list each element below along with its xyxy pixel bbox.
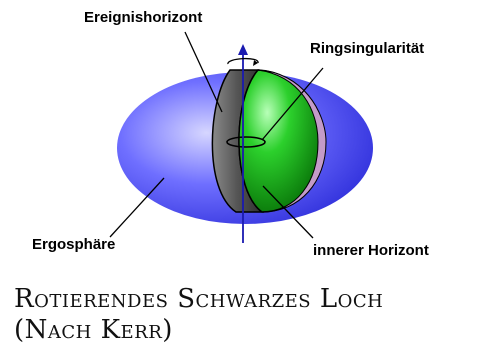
caption-line-2: (Nach Kerr)	[14, 315, 173, 345]
kerr-black-hole-diagram	[109, 31, 373, 243]
ring-singularity-band	[257, 69, 327, 213]
label-event-horizon: Ereignishorizont	[84, 9, 203, 26]
leader-line-inner-horizon	[262, 185, 314, 239]
rotation-arrow-icon	[227, 57, 259, 65]
caption-line-1: Rotierendes Schwarzes Loch	[14, 284, 384, 314]
rotation-axis-arrowhead	[238, 44, 248, 55]
ring-singularity-ring	[226, 136, 266, 148]
leader-line-event-horizon	[184, 31, 223, 113]
leader-line-ring-singularity	[261, 67, 324, 141]
label-ergosphere: Ergosphäre	[32, 236, 116, 253]
rotation-arrowhead-icon	[253, 60, 258, 66]
label-inner-horizon: innerer Horizont	[313, 242, 429, 259]
leader-line-ergosphere	[109, 177, 165, 238]
label-ring-singularity: Ringsingularität	[310, 40, 425, 57]
